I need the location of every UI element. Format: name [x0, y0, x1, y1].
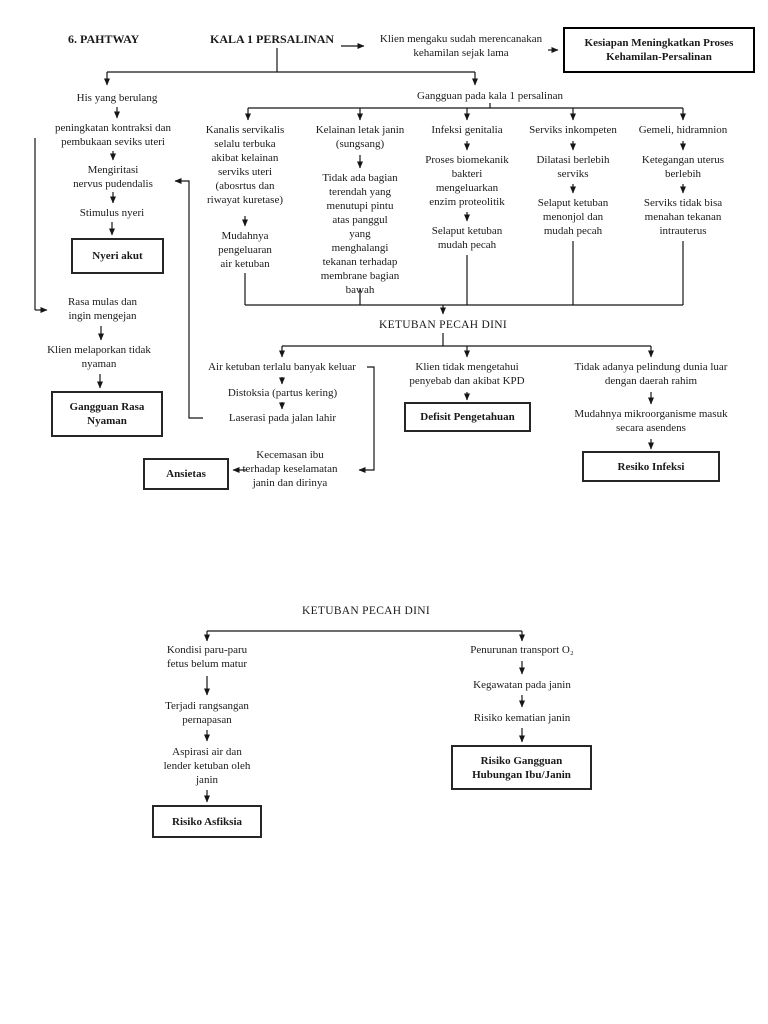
dx-box-risiko-gangguan-ibu-janin: Risiko Gangguan Hubungan Ibu/Janin [451, 745, 592, 790]
node-laserasi: Laserasi pada jalan lahir [228, 412, 337, 424]
node-kecemasan-ibu: Kecemasan ibu terhadap keselamatan janin… [242, 449, 338, 489]
node-kondisi-paru: Kondisi paru-paru fetus belum matur [166, 644, 248, 670]
dx-box-defisit-pengetahuan: Defisit Pengetahuan [404, 402, 531, 432]
node-mikroorganisme-masuk: Mudahnya mikroorganisme masuk secara ase… [574, 408, 728, 434]
node-peningkatan-kontraksi: peningkatan kontraksi dan pembukaan sevi… [54, 122, 172, 148]
node-kegawatan-janin: Kegawatan pada janin [473, 679, 571, 691]
node-effect-selaput-mudah-pecah: Selaput ketuban mudah pecah [431, 225, 503, 251]
node-distoksia: Distoksia (partus kering) [227, 387, 338, 399]
dx-box-nyeri-akut: Nyeri akut [71, 238, 164, 274]
dx-box-resiko-infeksi: Resiko Infeksi [582, 451, 720, 482]
node-effect-dilatasi-berlebih: Dilatasi berlebih serviks [536, 154, 610, 180]
node-gangguan-kala1: Gangguan pada kala 1 persalinan [417, 90, 563, 102]
node-penurunan-transport-o2: Penurunan transport O₂ [470, 644, 574, 656]
node-rasa-mulas: Rasa mulas dan ingin mengejan [67, 296, 138, 322]
node-cause-kelainan-letak: Kelainan letak janin (sungsang) [315, 124, 405, 150]
node-effect-selaput-menonjol: Selaput ketuban menonjol dan mudah pecah [537, 197, 609, 237]
node-mengiritasi-nervus: Mengiritasi nervus pudendalis [73, 164, 153, 190]
node-effect-proses-biomekanik: Proses biomekanik bakteri mengeluarkan e… [425, 154, 509, 208]
node-klien-tidak-nyaman: Klien melaporkan tidak nyaman [47, 344, 151, 370]
node-tidak-ada-pelindung: Tidak adanya pelindung dunia luar dengan… [574, 361, 728, 387]
node-cause-gemeli-hidramnion: Gemeli, hidramnion [638, 124, 728, 136]
dx-box-ansietas: Ansietas [143, 458, 229, 490]
dx-box-kesiapan: Kesiapan Meningkatkan Proses Kehamilan-P… [563, 27, 755, 73]
node-effect-serviks-tidak-bisa: Serviks tidak bisa menahan tekanan intra… [643, 197, 723, 237]
node-client-statement: Klien mengaku sudah merencanakan kehamil… [379, 33, 543, 59]
node-cause-kanalis: Kanalis servikalis selalu terbuka akibat… [205, 124, 285, 206]
node-his-berulang: His yang berulang [76, 92, 158, 104]
node-klien-tidak-mengetahui: Klien tidak mengetahui penyebab dan akib… [409, 361, 525, 387]
node-ketuban-pecah-dini-2: KETUBAN PECAH DINI [301, 605, 431, 617]
page-title: KALA 1 PERSALINAN [210, 32, 335, 46]
node-effect-ketegangan-uterus: Ketegangan uterus berlebih [641, 154, 725, 180]
node-rangsangan-pernapasan: Terjadi rangsangan pernapasan [165, 700, 249, 726]
node-aspirasi-air: Aspirasi air dan lender ketuban oleh jan… [163, 746, 251, 786]
node-cause-infeksi-genitalia: Infeksi genitalia [431, 124, 503, 136]
node-stimulus-nyeri: Stimulus nyeri [79, 207, 145, 219]
node-risiko-kematian-janin: Risiko kematian janin [473, 712, 571, 724]
node-effect-mudahnya-pengeluaran: Mudahnya pengeluaran air ketuban [218, 230, 272, 270]
dx-box-gangguan-rasa-nyaman: Gangguan Rasa Nyaman [51, 391, 163, 437]
node-effect-tidak-ada-bagian: Tidak ada bagian terendah yang menutupi … [320, 172, 400, 296]
section-label: 6. PAHTWAY [68, 32, 140, 46]
node-air-ketuban-keluar: Air ketuban terlalu banyak keluar [208, 361, 356, 373]
dx-box-risiko-asfiksia: Risiko Asfiksia [152, 805, 262, 838]
node-cause-serviks-inkompeten: Serviks inkompeten [529, 124, 617, 136]
node-ketuban-pecah-dini: KETUBAN PECAH DINI [378, 319, 508, 331]
